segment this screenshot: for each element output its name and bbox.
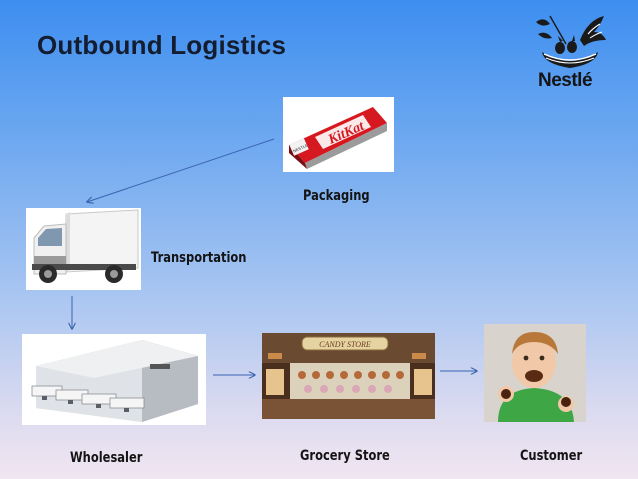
candy-store-icon: CANDY STORE <box>262 333 435 419</box>
warehouse-icon <box>31 340 198 422</box>
customer-image <box>484 324 586 422</box>
wholesaler-image <box>22 334 206 425</box>
grocery-store-image: CANDY STORE <box>262 333 435 419</box>
label-packaging: Packaging <box>303 188 370 204</box>
truck-icon <box>32 209 139 283</box>
wrapper-badge-text: NESTLE <box>292 142 309 153</box>
nestle-logo: Nestlé <box>530 10 610 92</box>
packaging-image: KitKat NESTLE <box>283 97 394 172</box>
store-sign-text: CANDY STORE <box>319 340 371 349</box>
arrow-packaging-to-transportation <box>87 138 275 202</box>
slide-title: Outbound Logistics <box>37 30 287 60</box>
logo-wordmark: Nestlé <box>538 70 593 91</box>
nest-birds-icon <box>536 15 606 68</box>
label-wholesaler: Wholesaler <box>70 450 143 466</box>
transportation-image <box>26 208 141 290</box>
label-transportation: Transportation <box>151 250 247 266</box>
label-customer: Customer <box>520 448 583 464</box>
child-icon <box>484 324 586 422</box>
label-grocery-store: Grocery Store <box>300 448 390 464</box>
